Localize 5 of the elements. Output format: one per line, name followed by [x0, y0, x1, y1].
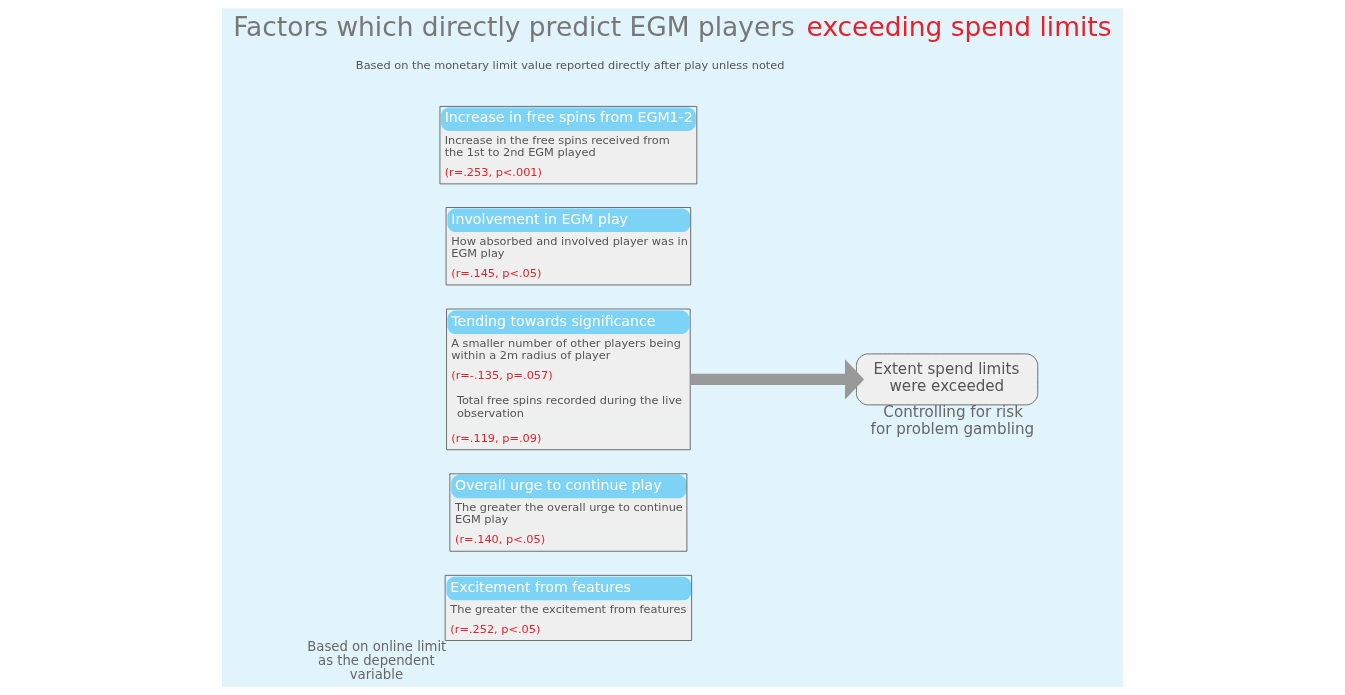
node-box: Extent spend limits were exceeded: [855, 353, 1039, 406]
label: Based on the monetary limit value reported directly after play unless noted: [355, 57, 785, 72]
node-label: Based on online limit as the dependent variable: [307, 639, 447, 683]
diagram-title: Factors which directly predict EGM players exceeding spend limits: [233, 10, 1112, 42]
arrow: [690, 359, 865, 400]
